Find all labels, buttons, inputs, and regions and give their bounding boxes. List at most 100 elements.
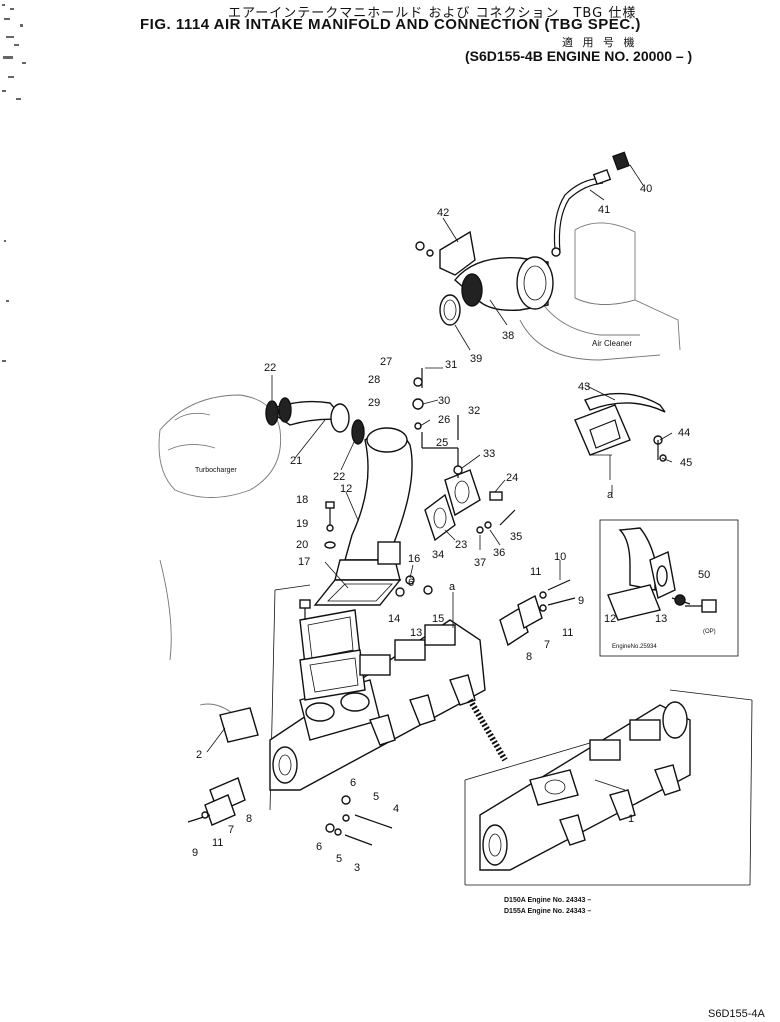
callout-2: 2 (196, 749, 202, 761)
scan-noise (2, 4, 26, 362)
callout-14: 14 (388, 613, 400, 625)
upper-elbow-group (415, 230, 554, 326)
callout-42: 42 (437, 207, 449, 219)
small-fittings (412, 368, 516, 534)
callout-21: 21 (290, 455, 302, 467)
callout-26: 26 (438, 414, 450, 426)
callout-30: 30 (438, 395, 450, 407)
lower-bolts (187, 777, 393, 846)
variant-note-line1: D150A Engine No. 24343 – (504, 897, 591, 904)
callout-22-upper: 22 (264, 362, 276, 374)
callout-34: 34 (432, 549, 444, 561)
bracket-42 (439, 230, 476, 276)
callout-37: 37 (474, 557, 486, 569)
callout-44: 44 (678, 427, 690, 439)
callout-13-main: 13 (410, 627, 422, 639)
callout-27: 27 (380, 356, 392, 368)
hose-clamp-39 (439, 294, 461, 326)
callout-16: 16 (408, 553, 420, 565)
callout-6-middle: 6 (350, 777, 356, 789)
callout-20: 20 (296, 539, 308, 551)
header: エアーインテークマニホールド および コネクション TBG 仕様 FIG. 11… (0, 0, 780, 70)
callout-45: 45 (680, 457, 692, 469)
callout-4: 4 (393, 803, 399, 815)
callout-50: 50 (698, 569, 710, 581)
callout-9-left: 9 (192, 847, 198, 859)
callout-7-left: 7 (228, 824, 234, 836)
callout-3: 3 (354, 862, 360, 874)
callout-17: 17 (298, 556, 310, 568)
callout-19: 19 (296, 518, 308, 530)
callout-28: 28 (368, 374, 380, 386)
air-cleaner-outline: Air Cleaner (519, 222, 681, 361)
left-bolts-18-20 (324, 501, 336, 549)
callout-33: 33 (483, 448, 495, 460)
elbow-flange (516, 256, 554, 310)
drawing-code: S6D155-4A (708, 1008, 765, 1020)
callout-11-top: 11 (530, 566, 541, 578)
callout-6-bottom: 6 (316, 841, 322, 853)
callout-36: 36 (493, 547, 505, 559)
gasket-17 (313, 579, 402, 606)
callout-22-lower: 22 (333, 471, 345, 483)
callout-11-right: 11 (562, 627, 573, 639)
engine-applicability: (S6D155-4B ENGINE NO. 20000 – ) (465, 48, 693, 64)
support-43 (574, 392, 667, 494)
callout-40: 40 (640, 183, 652, 195)
elbow-inlet-ring (461, 273, 483, 307)
callout-25: 25 (436, 437, 448, 449)
turbocharger-outline: Turbocharger (158, 394, 282, 498)
callout-11-left: 11 (212, 837, 223, 849)
callout-9-right: 9 (578, 595, 584, 607)
threaded-link (467, 698, 508, 762)
leader-lines (206, 164, 673, 791)
callout-43: 43 (578, 381, 590, 393)
air-hose-group (551, 151, 630, 257)
callout-13-inset: 13 (655, 613, 667, 625)
callout-32: 32 (468, 405, 480, 417)
japanese-applicability-label: 適 用 号 機 (562, 36, 638, 49)
variant-manifold-box: D150A Engine No. 24343 – D155A Engine No… (464, 689, 753, 915)
turbocharger-label: Turbocharger (195, 467, 237, 474)
inset-engine-number: EngineNo.25934 (612, 644, 657, 650)
callout-1: 1 (628, 813, 634, 825)
air-cleaner-label: Air Cleaner (592, 339, 632, 348)
callout-35: 35 (510, 531, 522, 543)
plate-7a (204, 794, 236, 826)
callout-41: 41 (598, 204, 610, 216)
callout-8-right: 8 (526, 651, 532, 663)
fitting-40 (612, 151, 630, 171)
callout-labels: 42 40 41 38 39 22 27 31 28 29 30 26 32 2… (192, 183, 710, 874)
callout-38: 38 (502, 330, 514, 342)
connecting-hose-21 (265, 397, 365, 445)
callout-6-top: 6 (408, 577, 414, 589)
callout-7-right: 7 (544, 639, 550, 651)
callout-18: 18 (296, 494, 308, 506)
callout-12-inset: 12 (604, 613, 616, 625)
air-pipe-12 (334, 427, 413, 581)
callout-24: 24 (506, 472, 518, 484)
callout-23: 23 (455, 539, 467, 551)
callout-8-left: 8 (246, 813, 252, 825)
callout-39: 39 (470, 353, 482, 365)
inset-optional-marker: (OP) (703, 629, 716, 635)
callout-a-upper: a (607, 489, 614, 501)
callout-a-main: a (449, 581, 456, 593)
callout-15: 15 (432, 613, 444, 625)
callout-12-main: 12 (340, 483, 352, 495)
figure-title: FIG. 1114 AIR INTAKE MANIFOLD AND CONNEC… (140, 16, 641, 33)
callout-5-right: 5 (373, 791, 379, 803)
callout-5-bottom: 5 (336, 853, 342, 865)
variant-note-line2: D155A Engine No. 24343 – (504, 908, 591, 915)
callout-10: 10 (554, 551, 566, 563)
gasket-2 (219, 707, 259, 743)
right-side-parts (395, 575, 576, 647)
japanese-title: エアーインテークマニホールド および コネクション TBG 仕様 (228, 6, 637, 21)
main-manifold (219, 584, 486, 811)
callout-29: 29 (368, 397, 380, 409)
inset-box: EngineNo.25934 (OP) (599, 519, 739, 657)
flange-34-23 (424, 469, 503, 542)
callout-31: 31 (445, 359, 457, 371)
